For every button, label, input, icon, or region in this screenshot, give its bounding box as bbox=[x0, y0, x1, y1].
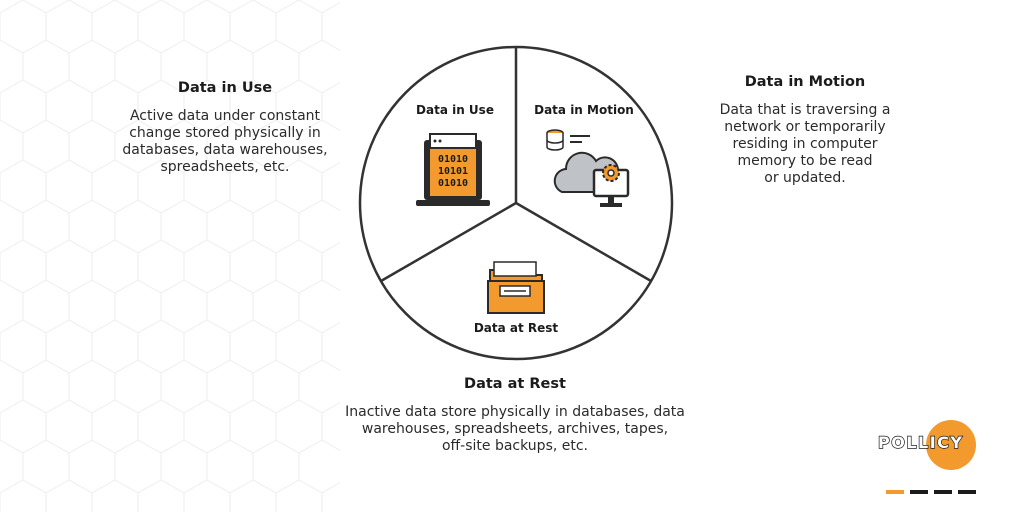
desc-line: spreadsheets, etc. bbox=[160, 159, 290, 175]
data-in-motion-description: Data in Motion Data that is traversing a… bbox=[700, 74, 910, 187]
database-icon bbox=[546, 129, 564, 151]
logo-bar bbox=[910, 490, 928, 494]
segment-label-data-at-rest: Data at Rest bbox=[474, 321, 559, 335]
desc-line: Data that is traversing a bbox=[719, 102, 891, 118]
segment-label-data-in-use: Data in Use bbox=[416, 103, 494, 117]
pollicy-logo: POLLICY bbox=[870, 418, 990, 498]
desc-line: network or temporarily bbox=[724, 119, 886, 135]
folder-icon bbox=[487, 261, 545, 314]
segment-label-data-in-motion: Data in Motion bbox=[534, 103, 634, 117]
desc-line: memory to be read bbox=[737, 153, 873, 169]
data-in-motion-title: Data in Motion bbox=[744, 74, 866, 90]
logo-bar bbox=[886, 490, 904, 494]
laptop-binary-icon: 01010 10101 01010 bbox=[416, 133, 490, 206]
data-at-rest-text: Inactive data store physically in databa… bbox=[320, 404, 710, 455]
cloud-database-monitor-icon bbox=[546, 129, 630, 207]
data-in-use-description: Data in Use Active data under constant c… bbox=[110, 80, 340, 176]
logo-bar bbox=[958, 490, 976, 494]
data-in-use-title: Data in Use bbox=[177, 80, 273, 96]
data-at-rest-title: Data at Rest bbox=[464, 376, 566, 392]
data-in-motion-text: Data that is traversing a network or tem… bbox=[700, 102, 910, 187]
divider-right bbox=[515, 201, 652, 283]
desc-line: residing in computer bbox=[732, 136, 878, 152]
binary-line: 01010 bbox=[438, 178, 468, 189]
binary-line: 10101 bbox=[438, 166, 468, 177]
desc-line: Active data under constant bbox=[129, 108, 321, 124]
data-at-rest-description: Data at Rest Inactive data store physica… bbox=[320, 376, 710, 455]
desc-line: change stored physically in bbox=[129, 125, 321, 141]
desc-line: off-site backups, etc. bbox=[441, 438, 589, 454]
desc-line: databases, data warehouses, bbox=[122, 142, 328, 158]
desc-line: or updated. bbox=[764, 170, 846, 186]
binary-line: 01010 bbox=[438, 154, 468, 165]
data-in-use-text: Active data under constant change stored… bbox=[110, 108, 340, 176]
logo-wordmark: POLLICY bbox=[877, 432, 964, 452]
desc-line: warehouses, spreadsheets, archives, tape… bbox=[361, 421, 669, 437]
divider-left bbox=[380, 201, 517, 283]
logo-bars bbox=[886, 490, 976, 494]
desc-line: Inactive data store physically in databa… bbox=[345, 404, 685, 420]
logo-circle bbox=[926, 420, 976, 470]
logo-bar bbox=[934, 490, 952, 494]
